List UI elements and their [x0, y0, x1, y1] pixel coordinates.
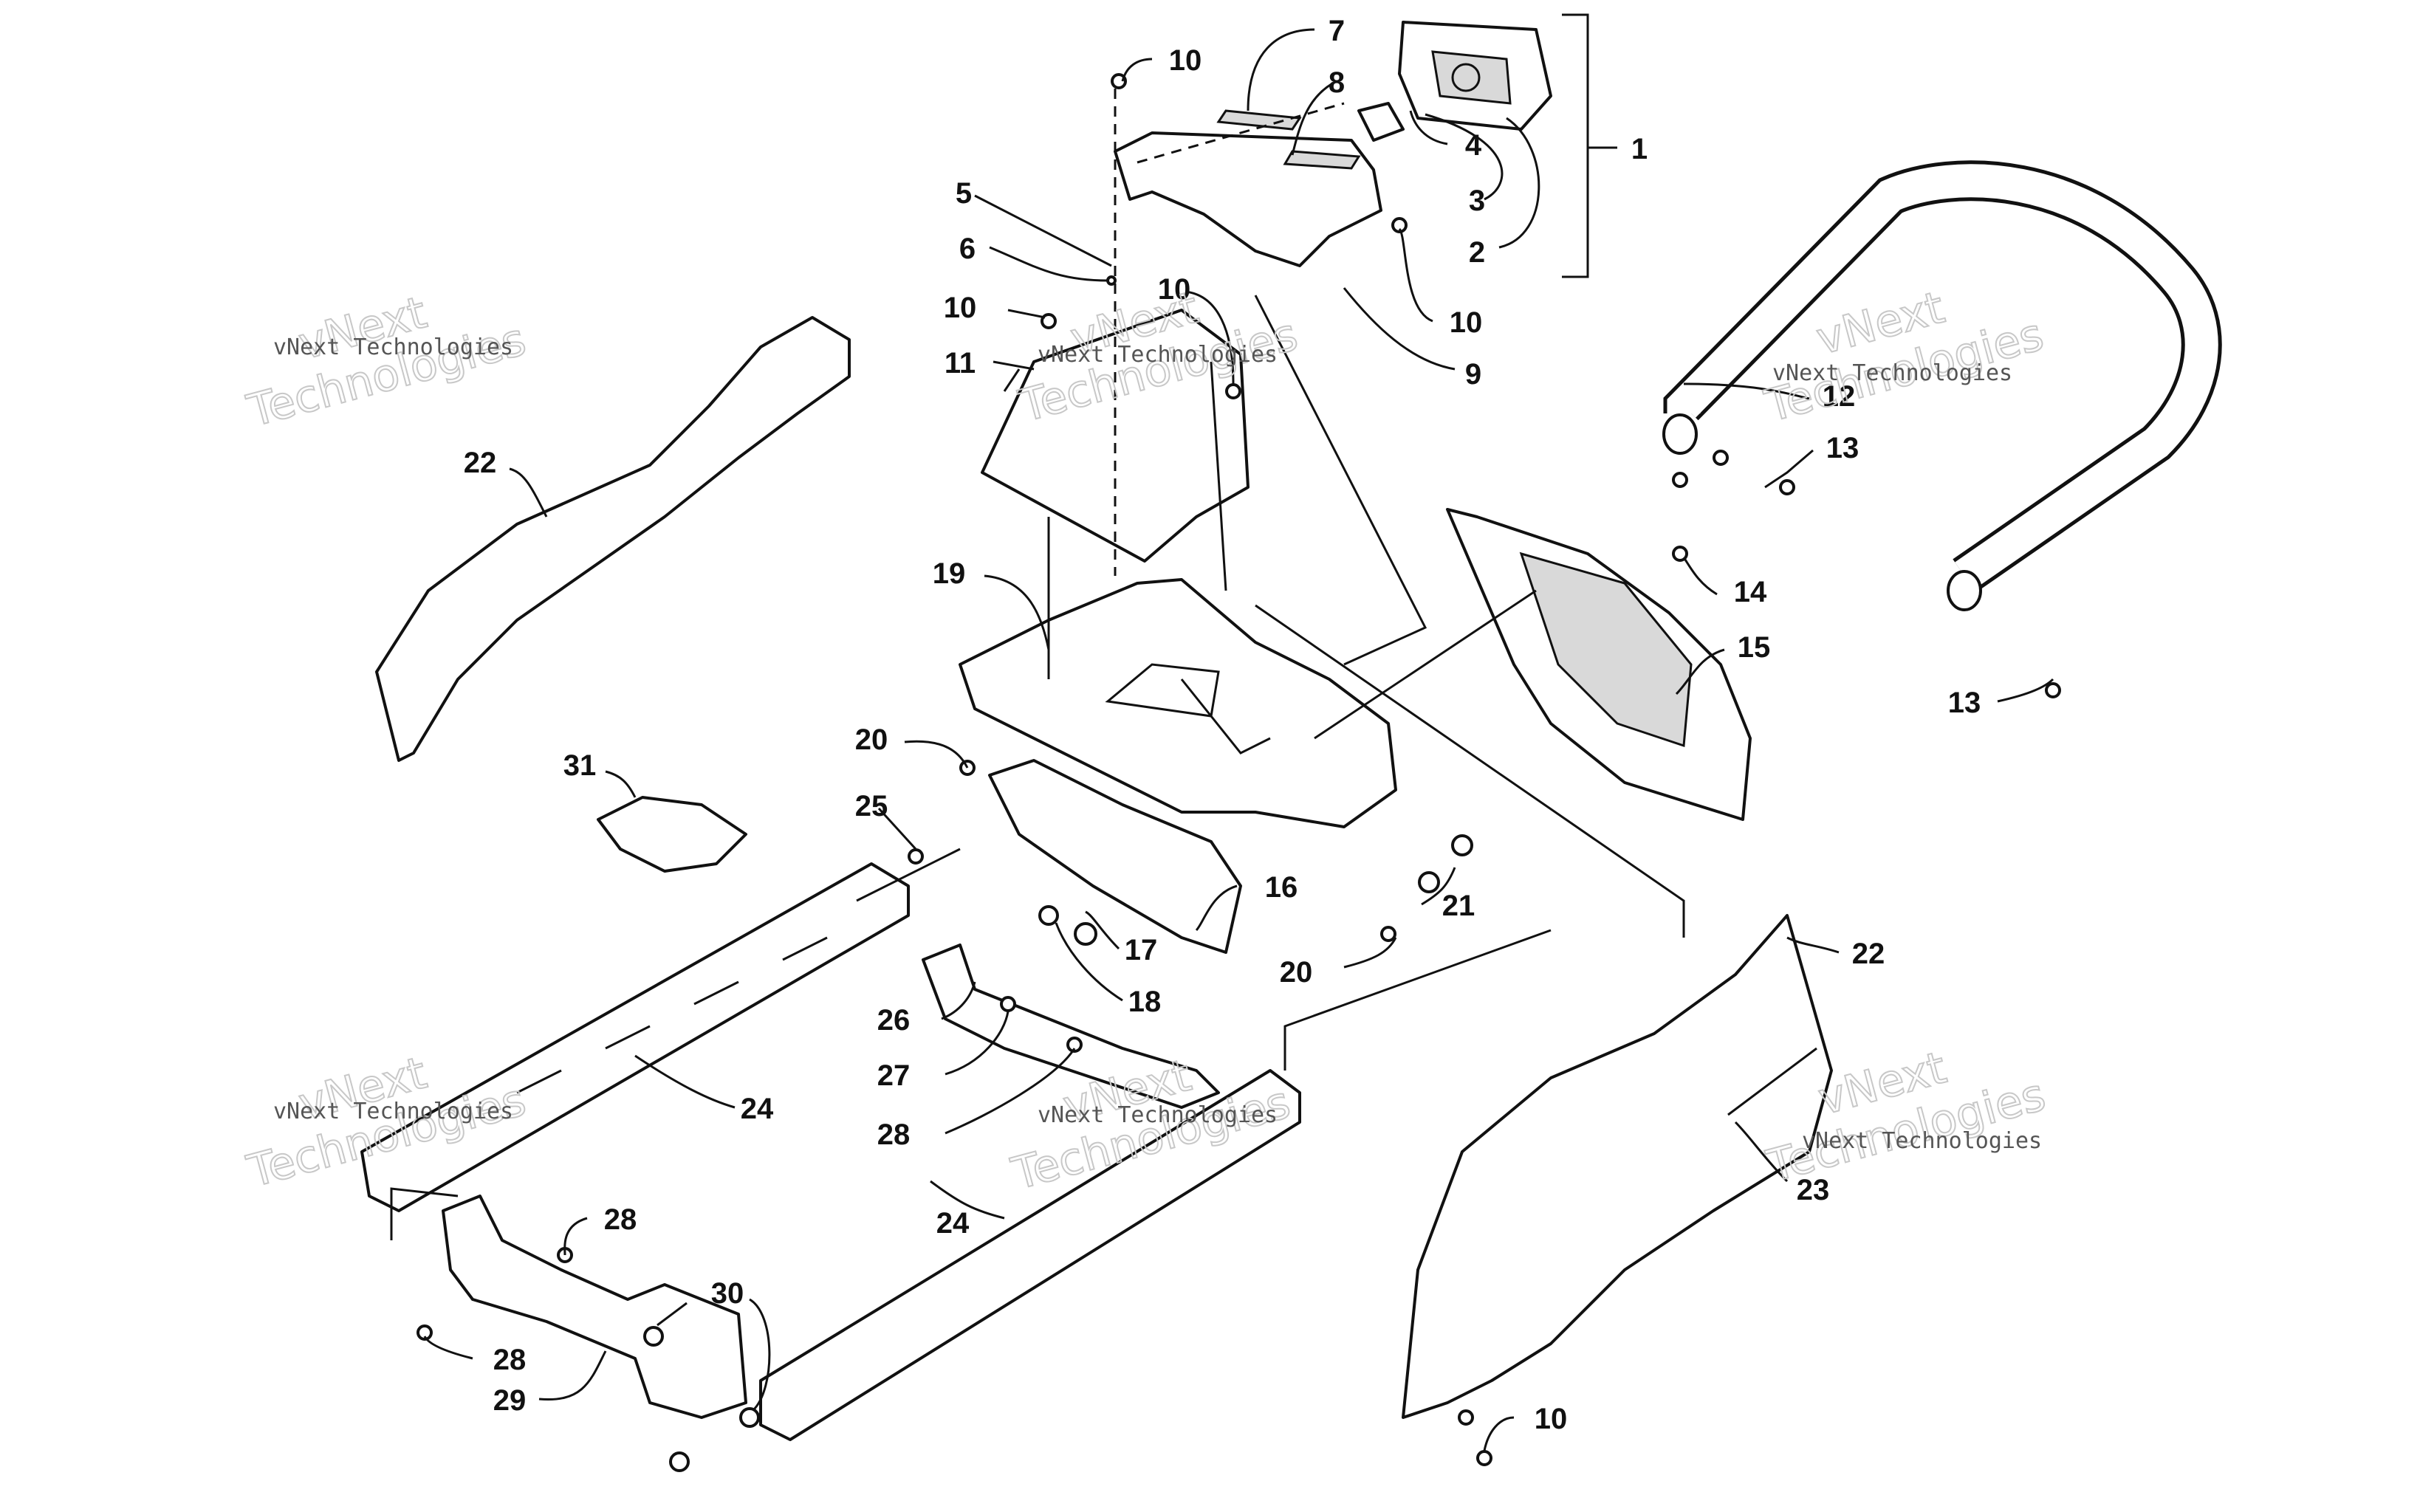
- callout-10c: 10: [944, 292, 977, 324]
- callout-28c: 28: [493, 1344, 527, 1376]
- callout-31: 31: [563, 749, 597, 782]
- watermark-text: vNext Technologies: [1038, 342, 1278, 368]
- rail-right: [759, 1069, 1301, 1441]
- guide-line: [856, 848, 961, 902]
- watermark-text: vNext Technologies: [273, 1099, 513, 1124]
- lower-bracket: [442, 1195, 747, 1419]
- callout-10a: 10: [1169, 44, 1202, 77]
- side-panel-right: [1446, 508, 1752, 821]
- callout-19: 19: [933, 557, 966, 590]
- callout-10e: 10: [1535, 1403, 1568, 1435]
- callout-10b: 10: [1450, 306, 1483, 339]
- callout-6: 6: [959, 233, 976, 265]
- rail-left: [360, 862, 910, 1212]
- callout-16: 16: [1265, 871, 1298, 904]
- callout-14: 14: [1734, 576, 1767, 608]
- taillight-assembly: [1357, 21, 1552, 142]
- callout-25: 25: [855, 790, 888, 822]
- callout-8: 8: [1329, 66, 1345, 99]
- side-panel-lower-right: [1402, 914, 1833, 1419]
- callout-24b: 24: [936, 1207, 970, 1240]
- callout-23: 23: [1797, 1174, 1830, 1206]
- callout-26: 26: [877, 1004, 911, 1037]
- callout-24a: 24: [741, 1093, 774, 1125]
- callout-28b: 28: [604, 1203, 637, 1236]
- callout-17: 17: [1125, 934, 1158, 966]
- callout-27: 27: [877, 1059, 911, 1092]
- snowflap: [988, 759, 1242, 954]
- callout-3: 3: [1469, 185, 1485, 217]
- guide-line: [1283, 929, 1552, 1071]
- callout-15: 15: [1738, 631, 1771, 664]
- callout-11: 11: [945, 347, 976, 379]
- guide-line: [1210, 361, 1227, 591]
- guide-line: [1314, 589, 1537, 740]
- callout-2: 2: [1469, 236, 1485, 269]
- callout-5: 5: [956, 177, 972, 210]
- callout-22b: 22: [1852, 938, 1885, 970]
- watermark-text: vNext Technologies: [1802, 1128, 2042, 1154]
- callout-4: 4: [1465, 129, 1482, 162]
- callout-28a: 28: [877, 1118, 911, 1151]
- callout-20a: 20: [855, 724, 888, 756]
- callout-labels: 1 2 3 4 5 6 7 8 9 10 10 10 10 10 11 12 1…: [464, 15, 1981, 1435]
- snowflap-plate: [959, 578, 1397, 828]
- callout-leaders: [423, 28, 2054, 1451]
- guide-line: [1137, 102, 1345, 164]
- center-bracket: [922, 944, 1220, 1109]
- group-bracket: [1562, 13, 1589, 278]
- watermark-text: vNext Technologies: [1038, 1102, 1278, 1128]
- side-panel-left: [375, 316, 851, 762]
- callout-12: 12: [1823, 380, 1856, 413]
- callout-10d: 10: [1158, 273, 1191, 306]
- guide-line: [1254, 295, 1427, 666]
- callout-13b: 13: [1948, 687, 1981, 719]
- callout-21: 21: [1442, 890, 1475, 922]
- guide-line: [1255, 604, 1685, 938]
- watermark-text: vNext Technologies: [273, 334, 513, 360]
- callout-7: 7: [1329, 15, 1345, 47]
- callout-29: 29: [493, 1384, 527, 1417]
- watermark-text: vNext Technologies: [1772, 360, 2012, 386]
- callout-1: 1: [1631, 133, 1648, 165]
- small-cover: [597, 796, 747, 873]
- callout-9: 9: [1465, 358, 1481, 391]
- callout-18: 18: [1128, 986, 1162, 1018]
- callout-30: 30: [711, 1277, 744, 1310]
- callout-20b: 20: [1280, 956, 1313, 989]
- guide-line: [390, 1187, 459, 1240]
- tail-cover: [1114, 109, 1382, 267]
- callout-13a: 13: [1826, 432, 1859, 464]
- grab-handle: [1662, 160, 2222, 611]
- callout-22a: 22: [464, 447, 497, 479]
